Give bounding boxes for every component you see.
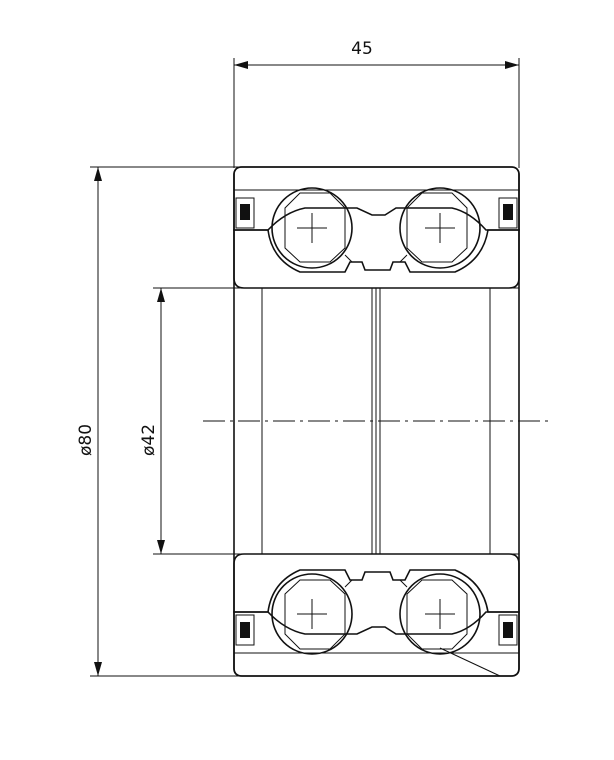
- ball-top-left: [271, 187, 353, 269]
- seal-top-right: [498, 197, 518, 229]
- ball-bottom-right: [399, 573, 481, 655]
- seal-bottom-right: [498, 614, 518, 646]
- width-dimension-label: 45: [351, 39, 373, 59]
- outer-diameter-label: ø80: [76, 424, 96, 456]
- seal-bottom-left: [235, 614, 255, 646]
- ball-bottom-left: [271, 573, 353, 655]
- inner-ring-top: [233, 229, 520, 289]
- outer-diameter-dimension: ø80: [76, 166, 262, 677]
- bore-diameter-dimension: ø42: [139, 287, 262, 555]
- ball-top-right: [399, 187, 481, 269]
- width-dimension: 45: [233, 39, 520, 168]
- outer-ring-top: [233, 166, 520, 231]
- seal-top-left: [235, 197, 255, 229]
- top-section: [233, 166, 520, 289]
- outer-ring-bottom: [233, 611, 520, 677]
- bore-diameter-label: ø42: [139, 424, 159, 456]
- inner-ring-bottom: [233, 553, 520, 613]
- bottom-section: [233, 553, 520, 677]
